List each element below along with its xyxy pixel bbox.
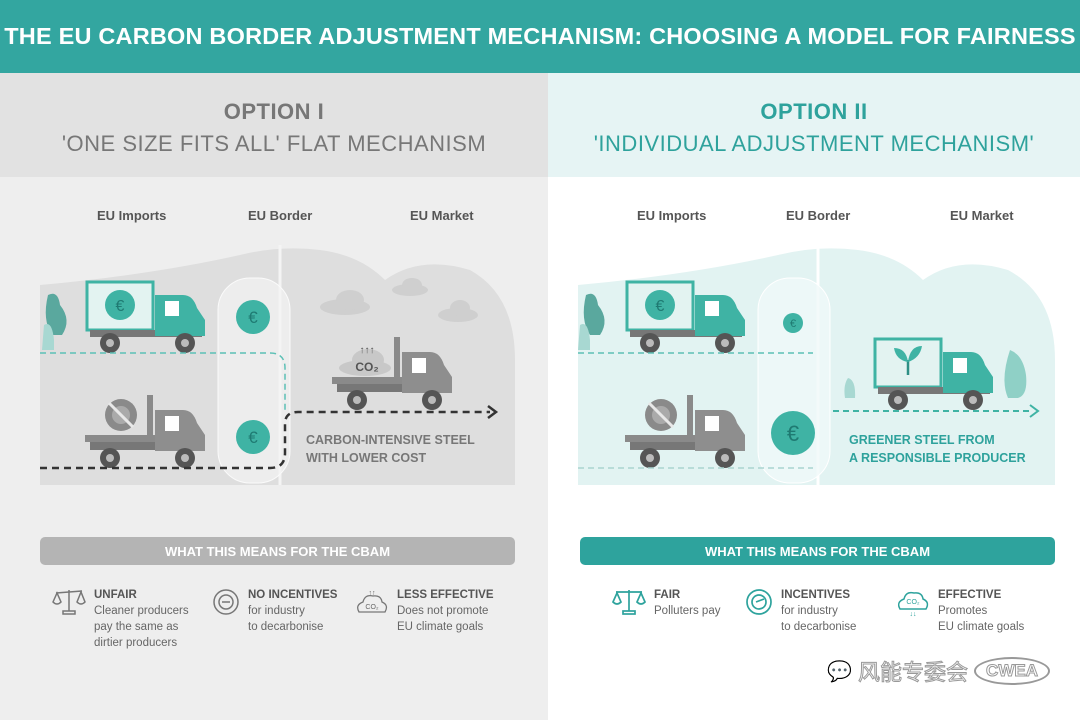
svg-text:↑↑↑: ↑↑↑ <box>360 345 375 356</box>
cbam-meaning-bar: WHAT THIS MEANS FOR THE CBAM <box>40 537 515 565</box>
co2-cloud-icon: CO₂ ↑↑↑ <box>339 345 391 376</box>
gauge-icon <box>746 589 772 615</box>
border-coin-large: € <box>771 411 815 455</box>
crossed-coin-icon <box>645 399 677 431</box>
option-2-header: OPTION II 'INDIVIDUAL ADJUSTMENT MECHANI… <box>548 73 1080 177</box>
caption-line-2: A RESPONSIBLE PRODUCER <box>849 451 1026 465</box>
tree-icon <box>578 293 1027 398</box>
cwea-logo: CWEA <box>974 657 1050 685</box>
cloud-icons <box>320 278 478 322</box>
column-eu-border: EU Border <box>248 208 313 223</box>
scales-icon <box>52 589 86 615</box>
svg-text:↓↓: ↓↓ <box>910 611 917 617</box>
caption-line-2: WITH LOWER COST <box>306 451 426 465</box>
option-1-header: OPTION I 'ONE SIZE FITS ALL' FLAT MECHAN… <box>0 73 548 177</box>
arrow-head-icon <box>487 405 499 419</box>
cbam-meaning-bar: WHAT THIS MEANS FOR THE CBAM <box>580 537 1055 565</box>
euro-coin-icon: € <box>105 290 135 320</box>
border-coin-bottom: € <box>236 420 270 454</box>
svg-text:€: € <box>787 421 799 446</box>
option-2-scene: € € € GREENER STEEL FROM A RESPONSIBLE P… <box>578 245 1055 485</box>
option-2-panel: OPTION II 'INDIVIDUAL ADJUSTMENT MECHANI… <box>548 73 1080 720</box>
crossed-coin-icon <box>105 399 137 431</box>
plant-icon <box>894 346 922 375</box>
column-eu-market: EU Market <box>950 208 1014 223</box>
wechat-icon: 💬 <box>827 660 853 683</box>
svg-text:€: € <box>656 298 665 315</box>
svg-text:CO₂: CO₂ <box>365 604 379 611</box>
option-1-label: OPTION I <box>223 99 325 124</box>
caption-line-1: GREENER STEEL FROM <box>849 433 995 447</box>
option-1-subtitle: 'ONE SIZE FITS ALL' FLAT MECHANISM <box>61 131 487 156</box>
scales-icon <box>612 590 646 615</box>
svg-text:↑↑: ↑↑ <box>369 590 376 597</box>
euro-coin-icon: € <box>645 290 675 320</box>
clean-route-line <box>40 352 286 410</box>
tree-icon <box>42 293 67 350</box>
co2-up-icon: CO₂ ↑↑ <box>357 590 388 613</box>
svg-text:€: € <box>248 428 258 447</box>
column-eu-market: EU Market <box>410 208 474 223</box>
column-eu-imports: EU Imports <box>97 208 167 223</box>
watermark: 💬 风能专委会 CWEA <box>827 655 1050 687</box>
svg-text:€: € <box>790 318 796 330</box>
dirty-route-line <box>40 410 490 470</box>
border-coin-top: € <box>236 300 270 334</box>
column-eu-border: EU Border <box>786 208 851 223</box>
caption-line-1: CARBON-INTENSIVE STEEL <box>306 433 475 447</box>
svg-text:CO₂: CO₂ <box>906 599 920 606</box>
column-eu-imports: EU Imports <box>637 208 707 223</box>
option-1-panel: OPTION I 'ONE SIZE FITS ALL' FLAT MECHAN… <box>0 73 548 720</box>
gauge-icon <box>213 589 239 615</box>
svg-text:€: € <box>248 308 258 327</box>
page-title: THE EU CARBON BORDER ADJUSTMENT MECHANIS… <box>0 0 1080 73</box>
option-2-subtitle: 'INDIVIDUAL ADJUSTMENT MECHANISM' <box>593 131 1035 156</box>
border-checkpoint <box>217 277 291 484</box>
option-2-label: OPTION II <box>760 99 868 124</box>
arrow-head-icon <box>1029 404 1040 418</box>
svg-text:CO₂: CO₂ <box>355 360 378 374</box>
svg-text:€: € <box>116 298 125 315</box>
border-coin-small: € <box>783 313 803 333</box>
option-1-scene: € € € CO₂ ↑↑↑ CARBON-INTENSIVE STEEL WIT… <box>40 245 515 485</box>
co2-down-icon: CO₂ ↓↓ <box>897 591 929 617</box>
watermark-text: 风能专委会 <box>858 660 969 686</box>
